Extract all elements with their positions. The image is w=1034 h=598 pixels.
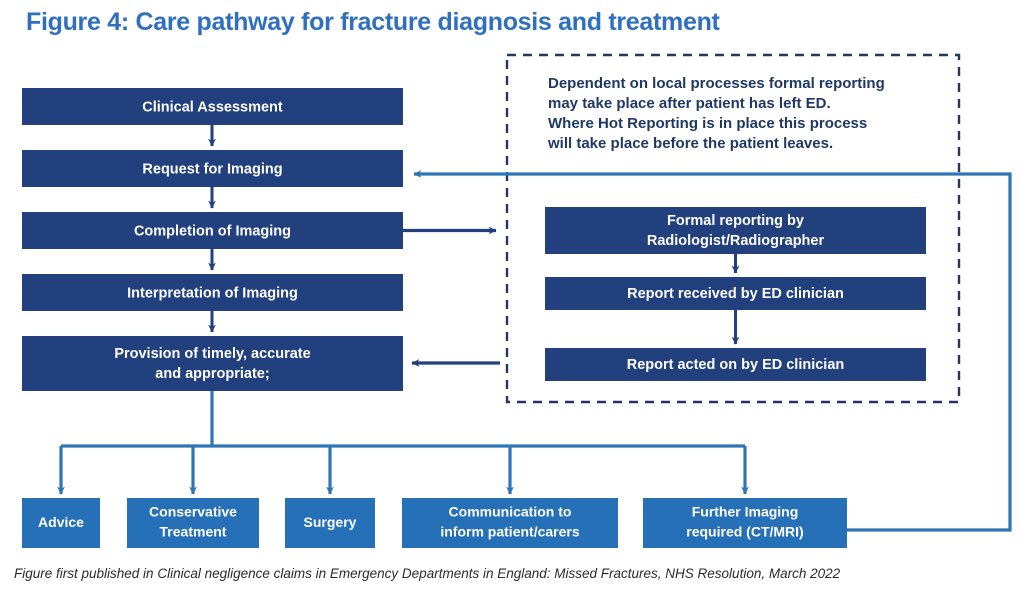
reporting-note-line-1: Dependent on local processes formal repo… xyxy=(548,75,885,92)
box-further-imaging[interactable]: Further Imaging required (CT/MRI) xyxy=(643,498,847,548)
box-label-report-received: Report received by ED clinician xyxy=(627,286,844,302)
box-label-further-imaging-line-1: Further Imaging xyxy=(692,504,799,520)
box-surgery[interactable]: Surgery xyxy=(285,498,375,548)
box-label-conservative-line-1: Conservative xyxy=(149,504,237,520)
reporting-branch-dashed-frame xyxy=(505,53,961,404)
box-label-provision-line-2: and appropriate; xyxy=(155,366,269,382)
box-label-clinical-assessment: Clinical Assessment xyxy=(142,99,283,115)
box-formal-reporting[interactable]: Formal reporting by Radiologist/Radiogra… xyxy=(545,207,926,254)
box-label-communication-line-1: Communication to xyxy=(449,504,572,520)
box-report-acted-on[interactable]: Report acted on by ED clinician xyxy=(545,348,926,381)
box-clinical-assessment[interactable]: Clinical Assessment xyxy=(22,88,403,125)
connector-further-imaging-feedback-loop xyxy=(413,170,1012,532)
box-label-formal-reporting-line-1: Formal reporting by xyxy=(667,213,804,229)
box-label-surgery: Surgery xyxy=(304,514,357,530)
box-request-for-imaging[interactable]: Request for Imaging xyxy=(22,150,403,187)
box-label-request-for-imaging: Request for Imaging xyxy=(142,161,282,177)
box-label-advice: Advice xyxy=(38,514,84,530)
reporting-note-line-2: may take place after patient has left ED… xyxy=(548,95,831,112)
reporting-note-line-3: Where Hot Reporting is in place this pro… xyxy=(548,115,867,132)
box-interpretation-of-imaging[interactable]: Interpretation of Imaging xyxy=(22,274,403,311)
box-report-received[interactable]: Report received by ED clinician xyxy=(545,277,926,310)
box-advice[interactable]: Advice xyxy=(22,498,100,548)
box-conservative-treatment[interactable]: Conservative Treatment xyxy=(127,498,259,548)
figure-source-caption: Figure first published in Clinical negli… xyxy=(14,566,841,581)
box-completion-of-imaging[interactable]: Completion of Imaging xyxy=(22,212,403,249)
box-label-completion-of-imaging: Completion of Imaging xyxy=(134,223,291,239)
box-label-interpretation-of-imaging: Interpretation of Imaging xyxy=(127,285,298,301)
page-title: Figure 4: Care pathway for fracture diag… xyxy=(26,8,720,36)
box-label-communication-line-2: inform patient/carers xyxy=(440,524,579,540)
box-label-conservative-line-2: Treatment xyxy=(160,524,227,540)
box-label-further-imaging-line-2: required (CT/MRI) xyxy=(686,524,803,540)
box-provision-of-timely[interactable]: Provision of timely, accurate and approp… xyxy=(22,336,403,391)
reporting-note-line-4: will take place before the patient leave… xyxy=(547,135,833,152)
box-label-formal-reporting-line-2: Radiologist/Radiographer xyxy=(647,233,825,249)
box-label-report-acted-on: Report acted on by ED clinician xyxy=(627,357,845,373)
box-label-provision-line-1: Provision of timely, accurate xyxy=(114,346,310,362)
box-communication[interactable]: Communication to inform patient/carers xyxy=(402,498,618,548)
